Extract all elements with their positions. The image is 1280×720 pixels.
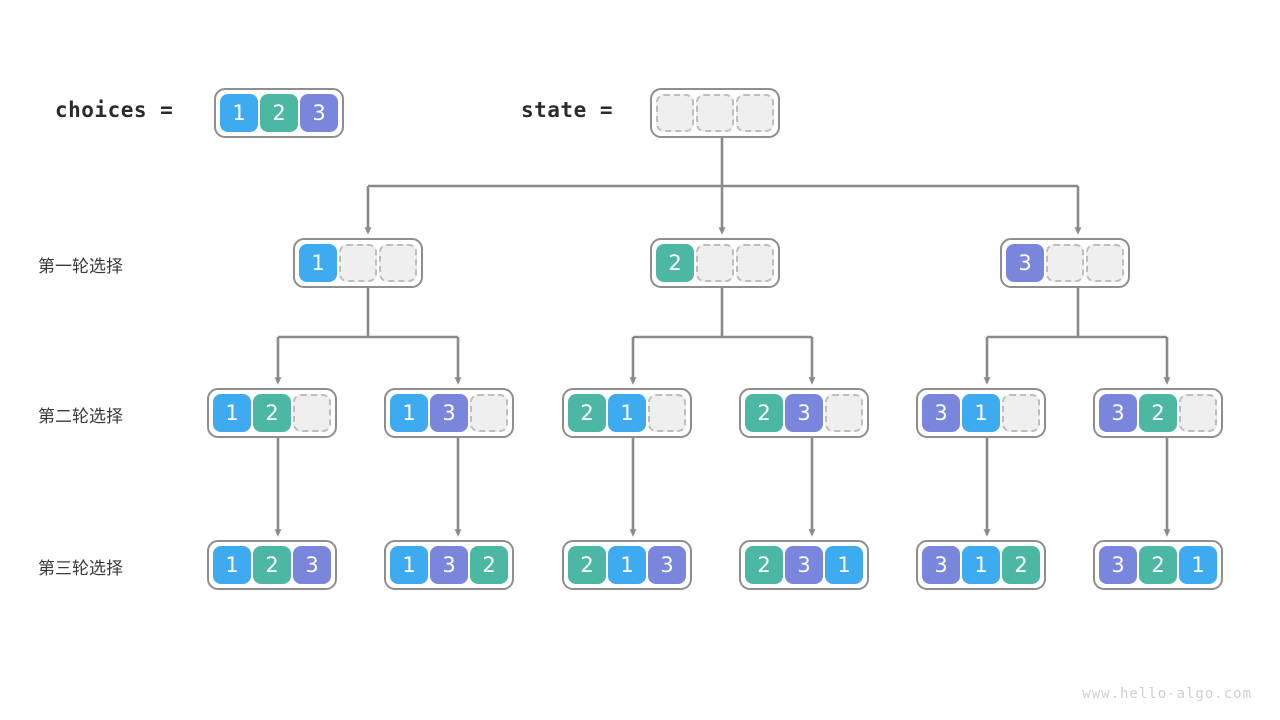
array-cell-filled: 1 [213, 546, 251, 584]
array-cell-filled: 3 [1099, 546, 1137, 584]
array-cell-empty [696, 94, 734, 132]
array-cell-empty [1046, 244, 1084, 282]
row-label-round-1: 第一轮选择 [38, 257, 123, 277]
array-cell-filled: 2 [253, 394, 291, 432]
array-cell-filled: 1 [1179, 546, 1217, 584]
array-cell-empty [656, 94, 694, 132]
array-cell-filled: 3 [1006, 244, 1044, 282]
array-cell-empty [1179, 394, 1217, 432]
array-cell-filled: 2 [568, 394, 606, 432]
row-label-round-2: 第二轮选择 [38, 407, 123, 427]
array-cell-empty [1002, 394, 1040, 432]
array-cell-filled: 1 [220, 94, 258, 132]
round1-node-2: 2 [650, 238, 780, 288]
array-cell-empty [379, 244, 417, 282]
array-cell-empty [696, 244, 734, 282]
array-cell-empty [293, 394, 331, 432]
watermark: www.hello-algo.com [1082, 686, 1252, 702]
array-cell-filled: 3 [648, 546, 686, 584]
array-cell-filled: 3 [293, 546, 331, 584]
array-cell-filled: 2 [1139, 394, 1177, 432]
array-cell-filled: 1 [962, 546, 1000, 584]
array-cell-filled: 3 [430, 546, 468, 584]
array-cell-empty [1086, 244, 1124, 282]
array-cell-empty [339, 244, 377, 282]
array-cell-filled: 2 [745, 546, 783, 584]
array-cell-filled: 1 [608, 394, 646, 432]
array-cell-filled: 3 [922, 394, 960, 432]
choices-label: choices = [55, 98, 174, 122]
array-cell-filled: 3 [922, 546, 960, 584]
array-cell-filled: 1 [390, 394, 428, 432]
array-cell-filled: 3 [1099, 394, 1137, 432]
array-cell-empty [736, 244, 774, 282]
round1-node-3: 3 [1000, 238, 1130, 288]
array-cell-filled: 2 [1002, 546, 1040, 584]
array-cell-filled: 2 [260, 94, 298, 132]
array-cell-filled: 2 [470, 546, 508, 584]
array-cell-filled: 2 [656, 244, 694, 282]
array-cell-filled: 3 [430, 394, 468, 432]
array-cell-filled: 1 [213, 394, 251, 432]
array-cell-filled: 1 [299, 244, 337, 282]
array-cell-filled: 3 [785, 394, 823, 432]
array-cell-filled: 3 [785, 546, 823, 584]
state-label: state = [521, 98, 614, 122]
array-cell-filled: 2 [745, 394, 783, 432]
array-cell-filled: 2 [568, 546, 606, 584]
array-cell-empty [736, 94, 774, 132]
row-label-round-3: 第三轮选择 [38, 559, 123, 579]
array-cell-filled: 1 [825, 546, 863, 584]
array-cell-empty [470, 394, 508, 432]
round1-node-1: 1 [293, 238, 423, 288]
array-cell-filled: 2 [253, 546, 291, 584]
array-cell-empty [825, 394, 863, 432]
array-cell-filled: 1 [962, 394, 1000, 432]
state-array [650, 88, 780, 138]
array-cell-filled: 1 [390, 546, 428, 584]
array-cell-empty [648, 394, 686, 432]
array-cell-filled: 1 [608, 546, 646, 584]
array-cell-filled: 3 [300, 94, 338, 132]
array-cell-filled: 2 [1139, 546, 1177, 584]
